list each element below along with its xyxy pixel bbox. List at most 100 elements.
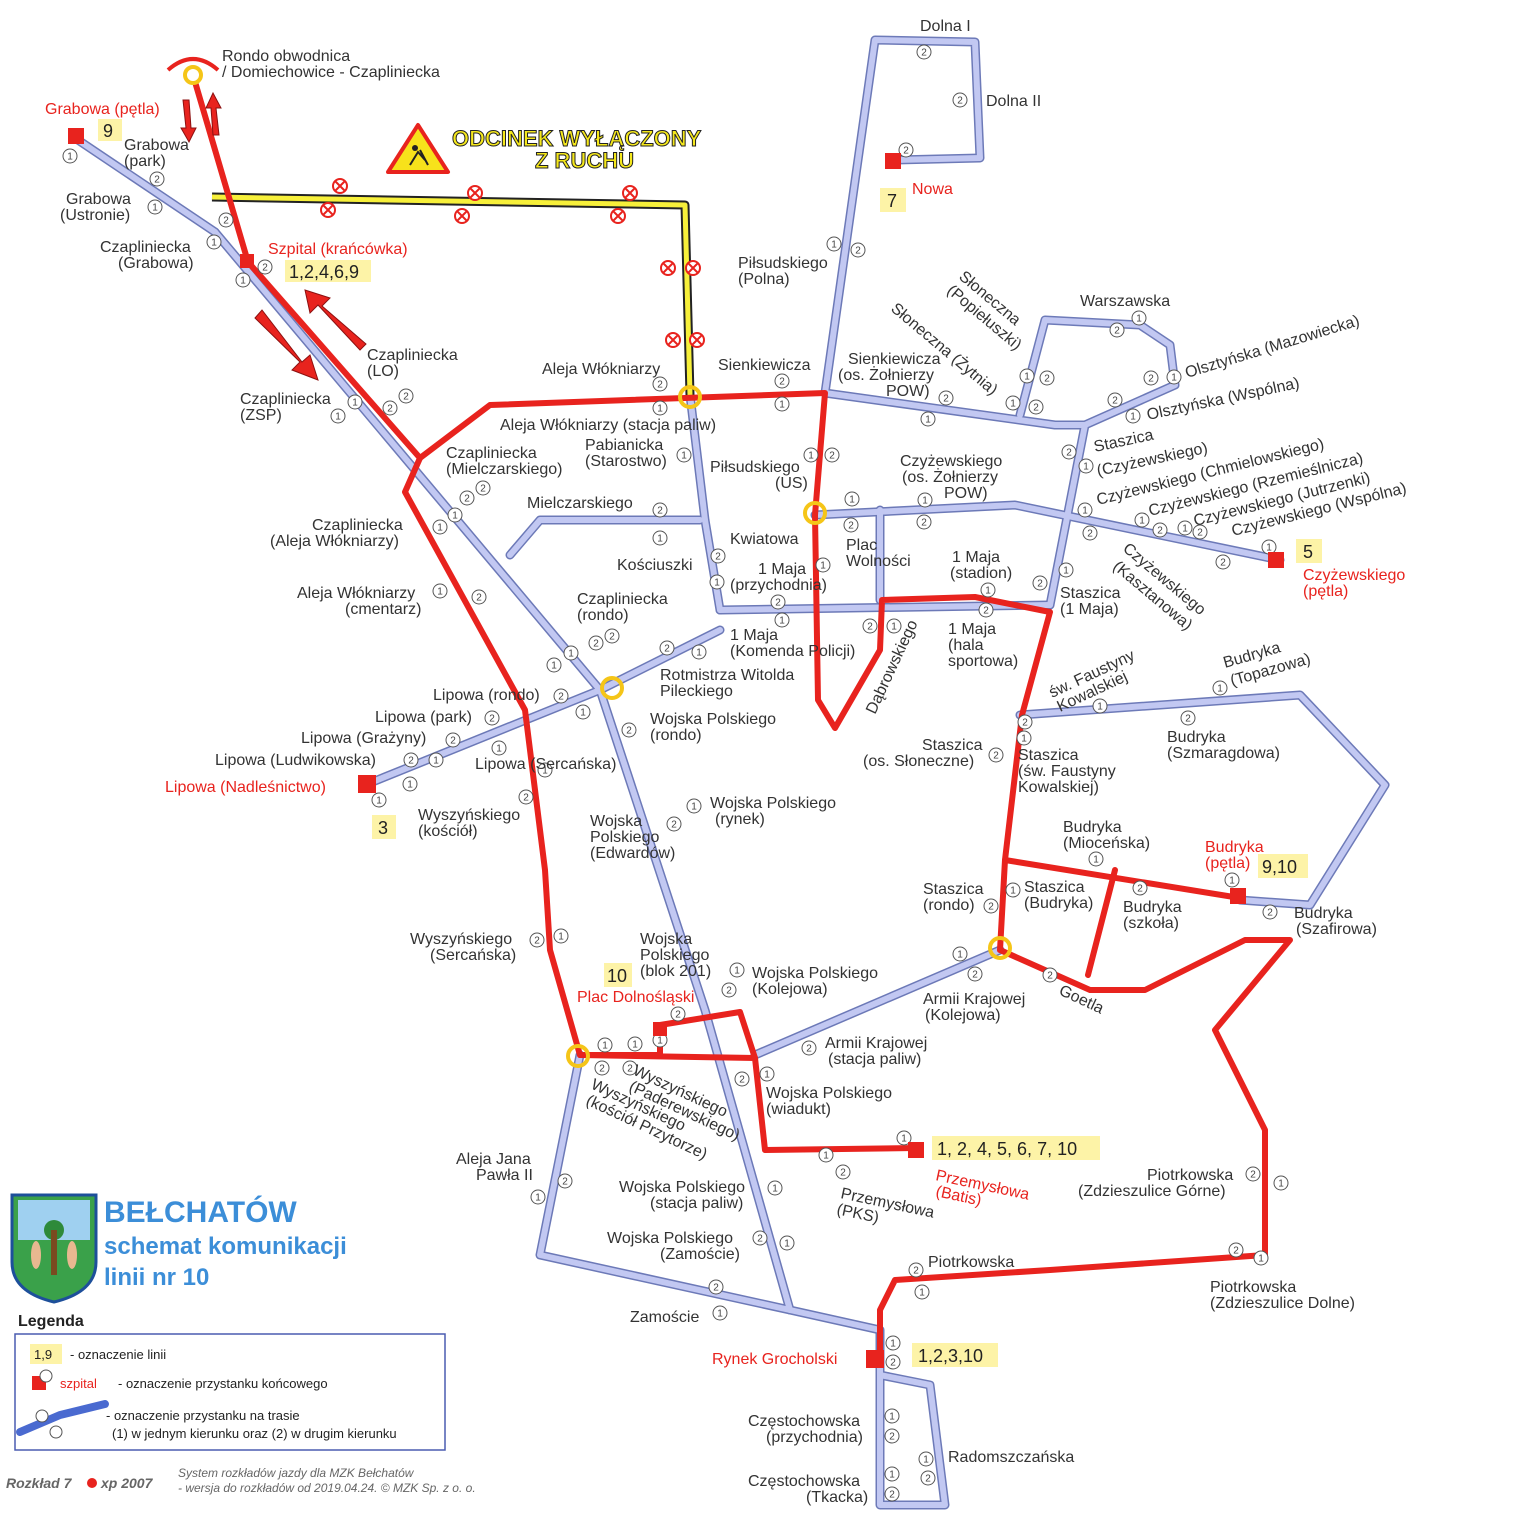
stop-marker: 1 xyxy=(1092,698,1108,714)
badge-czyzewskiego: 5 xyxy=(1303,542,1313,562)
svg-text:1: 1 xyxy=(1266,543,1272,554)
stop-marker: 1 xyxy=(918,1451,934,1467)
stop-marker: 1 xyxy=(815,557,831,573)
stop-marker: 2 xyxy=(770,594,786,610)
svg-text:1: 1 xyxy=(602,1041,608,1052)
stop-label: Pawła II xyxy=(476,1167,533,1184)
warning-text-line2: Z RUCHU xyxy=(535,148,634,173)
warning-sign: ODCINEK WYŁĄCZONY Z RUCHU xyxy=(386,123,702,174)
stop-label: Wojska xyxy=(590,813,642,830)
stop-marker: 1 xyxy=(553,928,569,944)
stop-label: Armii Krajowej xyxy=(825,1035,927,1052)
svg-text:1: 1 xyxy=(1093,855,1099,866)
terminal-label: (pętla) xyxy=(1303,583,1348,600)
stop-marker: 2 xyxy=(908,1262,924,1278)
badge-szpital: 1,2,4,6,9 xyxy=(289,262,359,282)
title-line2: linii nr 10 xyxy=(104,1264,209,1291)
stop-marker: 2 xyxy=(1132,880,1148,896)
stop-label: (rondo) xyxy=(577,607,629,624)
svg-text:2: 2 xyxy=(1220,558,1226,569)
terminal-icon xyxy=(885,153,901,169)
stop-label: Wojska Polskiego xyxy=(752,965,878,982)
svg-text:1: 1 xyxy=(551,661,557,672)
terminal-label: Lipowa (Nadleśnictwo) xyxy=(165,779,326,796)
stop-marker: 2 xyxy=(885,1354,901,1370)
stop-marker: 1 xyxy=(402,776,418,792)
closed-x-icon xyxy=(320,202,336,218)
svg-text:2: 2 xyxy=(1137,884,1143,895)
svg-text:2: 2 xyxy=(757,1234,763,1245)
stop-marker: 1 xyxy=(774,612,790,628)
svg-text:1: 1 xyxy=(784,1239,790,1250)
svg-text:2: 2 xyxy=(262,263,268,274)
closed-section xyxy=(211,192,695,396)
terminal-markers xyxy=(68,128,1284,1368)
stop-marker: 2 xyxy=(801,1040,817,1056)
svg-text:2: 2 xyxy=(593,639,599,650)
stop-label: (św. Faustyny xyxy=(1018,763,1116,780)
stop-marker: 2 xyxy=(843,517,859,533)
stop-marker: 2 xyxy=(862,618,878,634)
svg-text:2: 2 xyxy=(867,622,873,633)
stop-marker: 1 xyxy=(1273,1175,1289,1191)
stop-marker: 1 xyxy=(1005,882,1021,898)
stop-label: Sienkiewicza xyxy=(718,357,811,374)
stop-marker: 2 xyxy=(1042,967,1058,983)
stop-label: Pabianicka xyxy=(585,437,663,454)
stop-label: Piłsudskiego xyxy=(710,459,800,476)
stop-marker: 2 xyxy=(835,1164,851,1180)
svg-text:2: 2 xyxy=(715,552,721,563)
svg-text:1: 1 xyxy=(558,932,564,943)
stop-marker: 1 xyxy=(712,1305,728,1321)
stop-marker: 1 xyxy=(914,1284,930,1300)
badge xyxy=(604,963,632,987)
svg-text:2: 2 xyxy=(840,1168,846,1179)
stop-marker: 1 xyxy=(767,1180,783,1196)
stop-marker: 2 xyxy=(1039,370,1055,386)
terminal-label: Plac Dolnośląski xyxy=(577,989,694,1006)
svg-text:2: 2 xyxy=(1066,448,1072,459)
svg-text:1: 1 xyxy=(734,966,740,977)
stop-marker: 1 xyxy=(826,236,842,252)
svg-text:2: 2 xyxy=(925,1474,931,1485)
stop-label: (Komenda Policji) xyxy=(730,643,855,660)
svg-text:1: 1 xyxy=(67,152,73,163)
svg-text:2: 2 xyxy=(806,1044,812,1055)
stop-label: Wojska xyxy=(640,931,692,948)
stop-label: (blok 201) xyxy=(640,963,711,980)
badge-budryka: 9,10 xyxy=(1262,857,1297,877)
stop-marker: 2 xyxy=(518,789,534,805)
svg-text:1: 1 xyxy=(922,496,928,507)
stop-marker: 1 xyxy=(676,447,692,463)
stop-label: Aleja Włókniarzy (stacja paliw) xyxy=(500,417,716,434)
stop-label: Budryka xyxy=(1123,899,1182,916)
svg-text:2: 2 xyxy=(739,1075,745,1086)
stop-marker: 1 xyxy=(1131,310,1147,326)
stop-label: Staszica xyxy=(922,737,983,754)
stop-marker: 2 xyxy=(594,1060,610,1076)
svg-text:1: 1 xyxy=(779,400,785,411)
svg-text:2: 2 xyxy=(657,380,663,391)
stop-marker: 1 xyxy=(537,762,553,778)
stop-label: 1 Maja xyxy=(948,621,996,638)
stop-label: (ZSP) xyxy=(240,407,282,424)
svg-text:2: 2 xyxy=(450,736,456,747)
svg-text:1: 1 xyxy=(1136,314,1142,325)
badge xyxy=(1296,539,1322,563)
closed-markers xyxy=(320,178,705,348)
stop-marker: 1 xyxy=(1166,369,1182,385)
stop-marker: 2 xyxy=(588,635,604,651)
terminal-icon xyxy=(866,1350,884,1368)
stop-label: (wiadukt) xyxy=(766,1101,831,1118)
stop-marker: 1 xyxy=(1077,502,1093,518)
svg-text:2: 2 xyxy=(1022,718,1028,729)
svg-text:1: 1 xyxy=(1258,1254,1264,1265)
stop-marker: 2 xyxy=(708,1279,724,1295)
stop-marker: 1 xyxy=(575,704,591,720)
badge xyxy=(932,1136,1100,1160)
stop-label: Piotrkowska xyxy=(1210,1279,1296,1296)
svg-text:1: 1 xyxy=(891,622,897,633)
stop-marker: 1 xyxy=(885,1335,901,1351)
legend-title: Legenda xyxy=(18,1313,84,1330)
svg-text:1: 1 xyxy=(764,1070,770,1081)
